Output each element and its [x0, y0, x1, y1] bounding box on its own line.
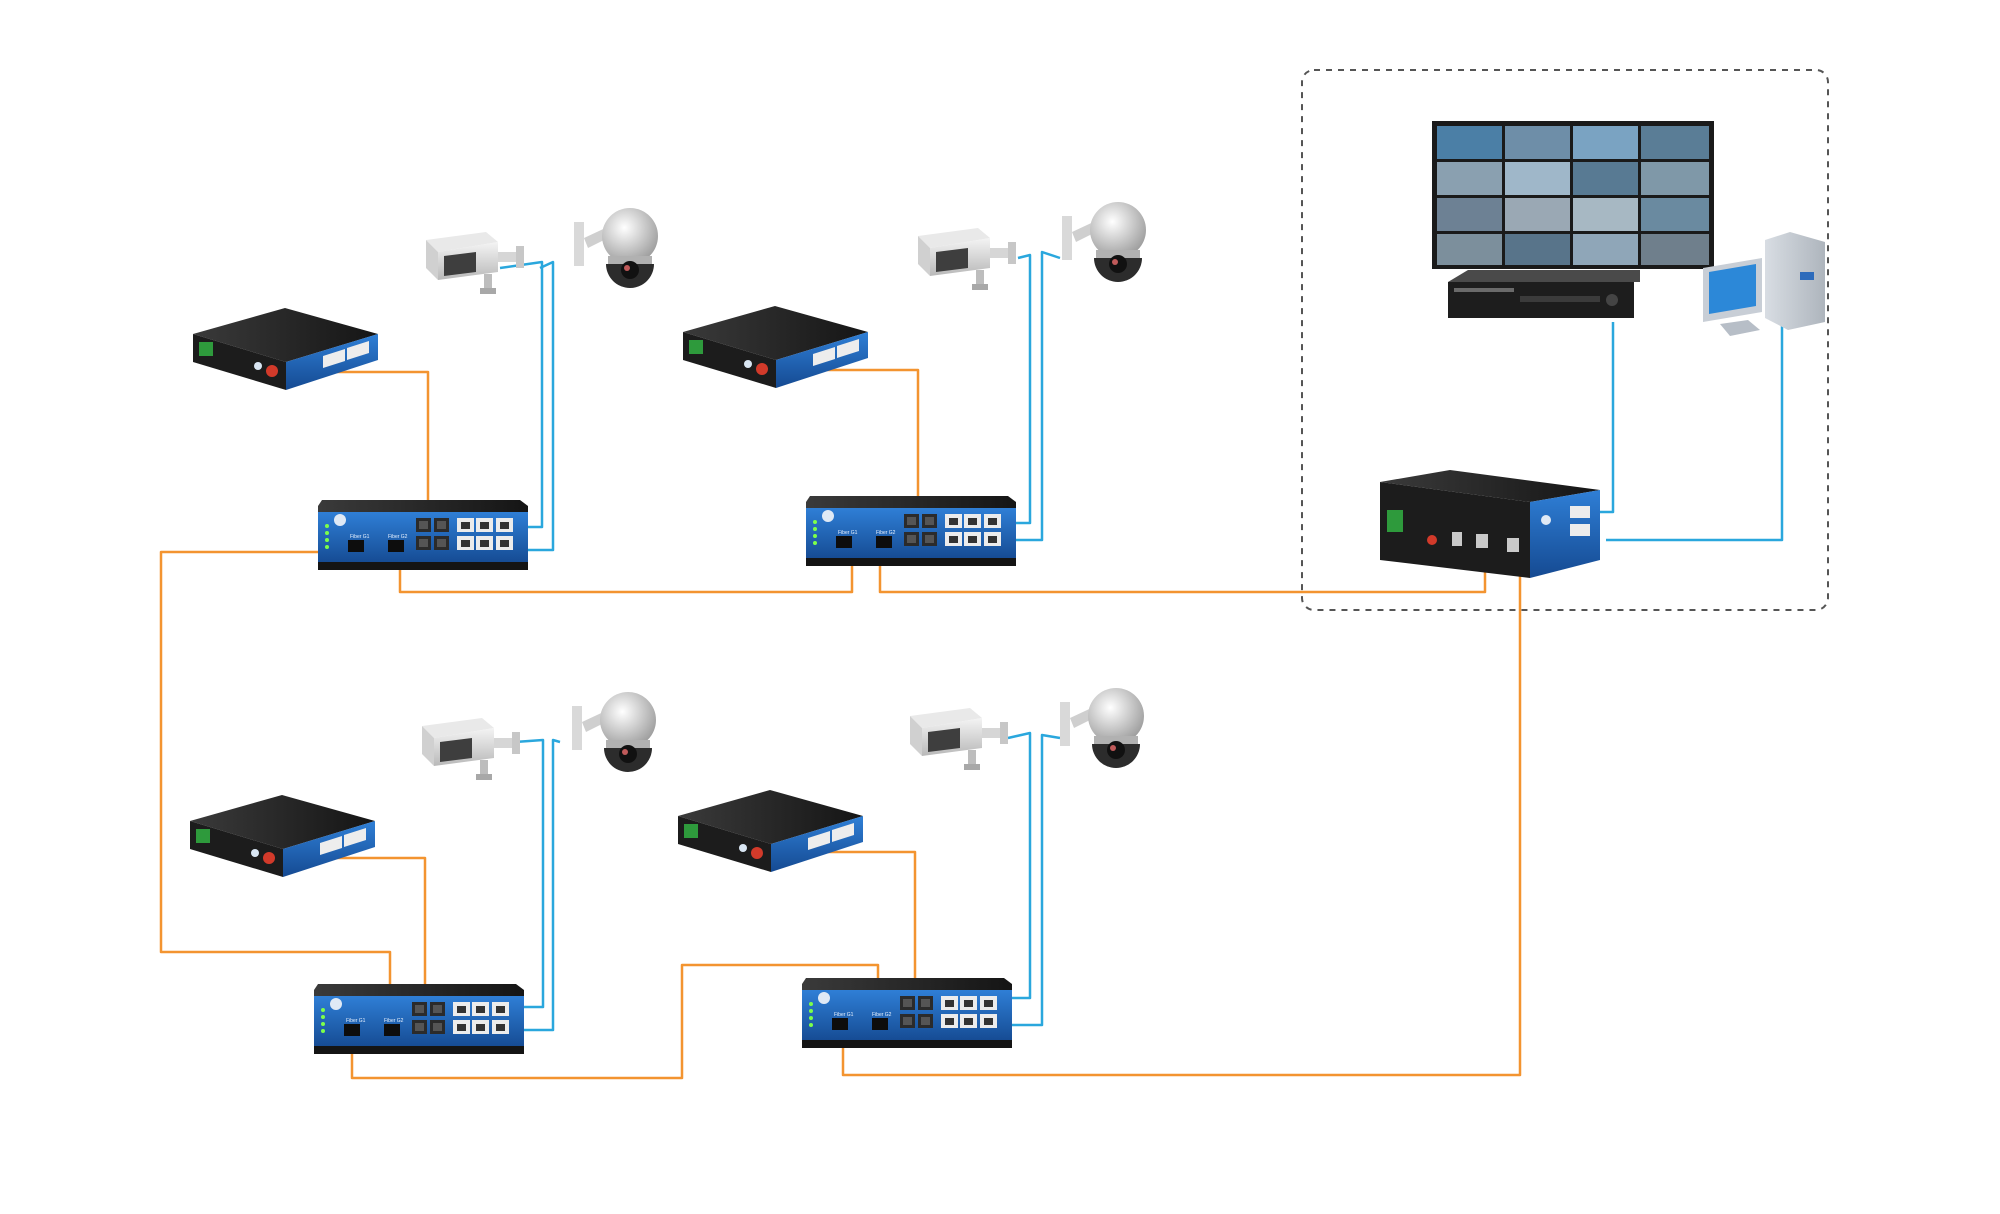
pc-workstation [1703, 232, 1825, 336]
bullet-camera-3 [422, 718, 520, 780]
core-switch [1380, 470, 1600, 578]
sw4-fiber-g1-label: Fiber G1 [834, 1012, 854, 1018]
dome-camera-3 [572, 692, 656, 772]
media-converter-3 [190, 795, 375, 877]
fiber-links [159, 368, 1522, 1080]
media-converter-4 [678, 790, 863, 872]
ethernet-links [499, 250, 1784, 1032]
sw2-fiber-g1-label: Fiber G1 [838, 530, 858, 536]
video-wall-tiles [1437, 126, 1709, 265]
sw1-fiber-g1-label: Fiber G1 [350, 534, 370, 540]
media-converter-2 [683, 306, 868, 388]
sw3-fiber-g2-label: Fiber G2 [384, 1018, 404, 1024]
dome-camera-4 [1060, 688, 1144, 768]
sw4-fiber-g2-label: Fiber G2 [872, 1012, 892, 1018]
switch-port-labels: Fiber G1 Fiber G2 Fiber G1 Fiber G2 Fibe… [346, 530, 896, 1024]
bullet-camera-1 [426, 232, 524, 294]
dome-camera-1 [574, 208, 658, 288]
bullet-camera-4 [910, 708, 1008, 770]
sw3-fiber-g1-label: Fiber G1 [346, 1018, 366, 1024]
sw2-fiber-g2-label: Fiber G2 [876, 530, 896, 536]
sw1-fiber-g2-label: Fiber G2 [388, 534, 408, 540]
dome-camera-2 [1062, 202, 1146, 282]
video-wall [1432, 121, 1714, 269]
media-converter-1 [193, 308, 378, 390]
bullet-camera-2 [918, 228, 1016, 290]
nvr-recorder [1448, 270, 1640, 318]
